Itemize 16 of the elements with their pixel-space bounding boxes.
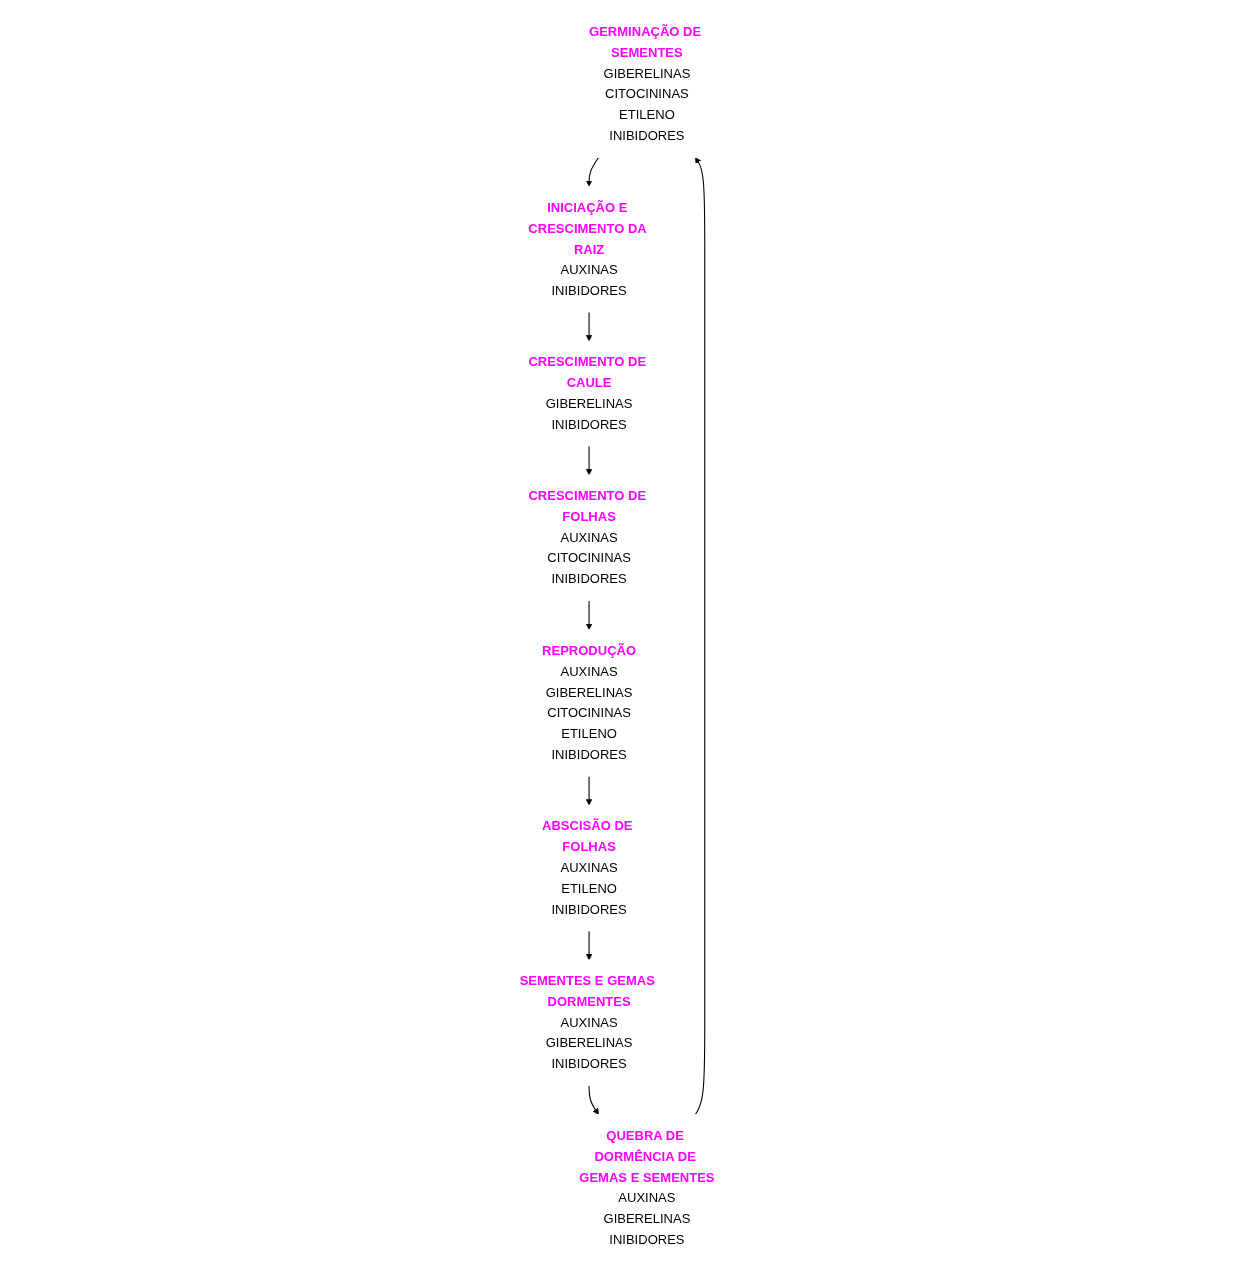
arrow [585, 930, 593, 961]
node-text: CRESCIMENTO DE CAULE GIBERELINAS INIBIDORES [528, 354, 647, 432]
node-text: INICIAÇÃO E CRESCIMENTO DA RAIZ AUXINAS INIBIDORES [528, 200, 647, 298]
arrow [585, 445, 593, 476]
arrow [585, 600, 593, 630]
node-text: SEMENTES E GEMAS DORMENTES AUXINAS GIBERELINAS INIBIDORES [519, 973, 655, 1072]
node-text: CRESCIMENTO DE FOLHAS AUXINAS CITOCININAS INIBIDORES [528, 488, 647, 587]
arrow [585, 311, 593, 342]
arrow [585, 775, 593, 806]
node-text: ABSCISÃO DE FOLHAS AUXINAS ETILENO INIBIDORES [542, 818, 633, 917]
node-text: REPRODUÇÃO AUXINAS GIBERELINAS CITOCININAS ETILENO INIBIDORES [542, 643, 637, 762]
node-text: QUEBRA DE DORMÊNCIA DE GEMAS E SEMENTES AUXINAS GIBERELINAS INIBIDORES [579, 1128, 715, 1247]
arrow [588, 1085, 599, 1115]
arrow [585, 156, 600, 187]
arrow [694, 157, 706, 1116]
node-text: GERMINAÇÃO DE SEMENTES GIBERELINAS CITOCININAS ETILENO INIBIDORES [589, 24, 702, 144]
